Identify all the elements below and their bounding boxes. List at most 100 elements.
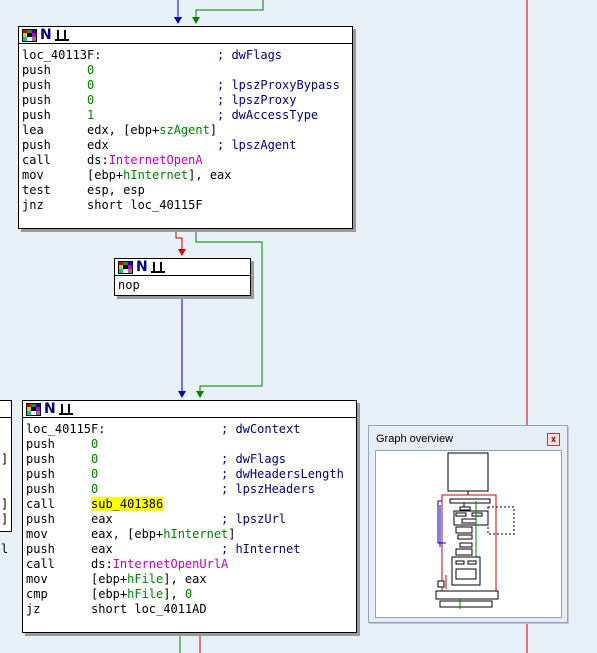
immediate-value: 0 [91, 452, 99, 466]
color-palette-icon[interactable] [118, 260, 133, 274]
mnemonic: mov [26, 572, 48, 586]
instruction-line[interactable]: mov[ebp+hInternet], eax [22, 168, 352, 183]
rename-icon[interactable]: N [44, 401, 56, 417]
partial-line [1, 467, 11, 482]
group-nodes-icon[interactable] [54, 29, 69, 41]
operands: edx [87, 138, 217, 153]
immediate-value: 0 [91, 437, 99, 451]
mnemonic: push [26, 467, 55, 481]
instruction-line[interactable]: call sub_401386 [26, 497, 356, 512]
graph-overview-title: Graph overview [376, 433, 454, 445]
close-icon[interactable]: x [547, 433, 560, 446]
graph-overview-panel[interactable]: Graph overview x [368, 425, 568, 623]
partial-line: ] [1, 452, 9, 466]
graph-overview-canvas[interactable] [375, 450, 562, 618]
operands: [ebp+hFile], eax [91, 572, 221, 587]
code-block-nop[interactable]: N nop [114, 258, 251, 296]
comment: ; hInternet [221, 542, 301, 556]
mnemonic: push [22, 78, 51, 92]
block-header[interactable]: N [23, 401, 356, 418]
code-block-offscreen-left[interactable]: ]]]l [0, 400, 12, 556]
edge-in-green-arrow [192, 17, 200, 24]
color-palette-icon[interactable] [22, 28, 37, 42]
variable-reference[interactable]: szAgent [159, 123, 210, 137]
operand-text: esp, esp [87, 183, 145, 197]
highlighted-symbol[interactable]: sub_401386 [91, 497, 164, 511]
instruction-line[interactable]: loc_40115F:; dwContext [26, 422, 356, 437]
api-reference[interactable]: InternetOpenUrlA [112, 557, 229, 571]
rename-icon[interactable]: N [136, 259, 148, 275]
instruction-line[interactable]: nop [118, 278, 250, 293]
variable-reference[interactable]: hInternet [123, 168, 189, 182]
instruction-line[interactable]: mov [ebp+hFile], eax [26, 572, 356, 587]
edge-false-arrow [178, 249, 186, 256]
disassembly-listing[interactable]: nop [115, 276, 250, 295]
instruction-line[interactable]: push 0 ; dwHeadersLength [26, 467, 356, 482]
block-header[interactable]: N [115, 259, 250, 276]
code-label[interactable]: loc_40113F: [22, 48, 102, 62]
instruction-line[interactable]: jnz short loc_40115F [22, 198, 352, 213]
mnemonic: push [22, 93, 51, 107]
variable-reference[interactable]: hInternet [163, 527, 229, 541]
operands: 0 [87, 63, 217, 78]
partial-line: ] [1, 497, 9, 511]
mnemonic: lea [22, 123, 44, 137]
group-nodes-icon[interactable] [58, 403, 73, 415]
disassembly-listing-partial: ]]]l [0, 418, 11, 559]
mnemonic: jnz [22, 198, 44, 212]
operands: 0 [91, 467, 221, 482]
variable-reference[interactable]: hFile [127, 572, 164, 586]
immediate-value: 0 [184, 587, 193, 601]
edge-true-arrow [196, 391, 204, 398]
operand-text: [ebp+ [91, 587, 128, 601]
operands: 0 [87, 93, 217, 108]
mnemonic: push [22, 63, 51, 77]
minimap-viewport[interactable] [447, 452, 489, 492]
mnemonic: call [26, 497, 55, 511]
instruction-line[interactable]: loc_40113F:; dwFlags [22, 48, 352, 63]
edge-nop-arrow [178, 391, 186, 398]
operands: ds:InternetOpenA [87, 153, 217, 168]
comment: ; dwAccessType [217, 108, 319, 122]
block-header[interactable]: N [19, 27, 352, 44]
api-reference[interactable]: InternetOpenA [108, 153, 203, 167]
instruction-line[interactable]: cmp [ebp+hFile], 0 [26, 587, 356, 602]
code-label[interactable]: loc_40115F: [26, 422, 106, 436]
operand-text: ] [228, 527, 236, 541]
comment: ; lpszUrl [221, 512, 287, 526]
operands: 0 [91, 482, 221, 497]
operand-text: ] [209, 123, 218, 137]
mnemonic: cmp [26, 587, 48, 601]
variable-reference[interactable]: hFile [127, 587, 164, 601]
mnemonic: mov [22, 168, 44, 182]
operands: short loc_40115F [87, 198, 217, 213]
operand-text: ds: [87, 153, 109, 167]
group-nodes-icon[interactable] [150, 261, 165, 273]
immediate-value: 0 [91, 467, 99, 481]
edge-in-blue-arrow [174, 17, 182, 24]
color-palette-icon[interactable] [26, 402, 41, 416]
operands: [ebp+hFile], 0 [91, 587, 221, 602]
rename-icon[interactable]: N [40, 27, 52, 43]
comment: ; dwHeadersLength [221, 467, 344, 481]
instruction-line[interactable]: push 0 [22, 63, 352, 78]
